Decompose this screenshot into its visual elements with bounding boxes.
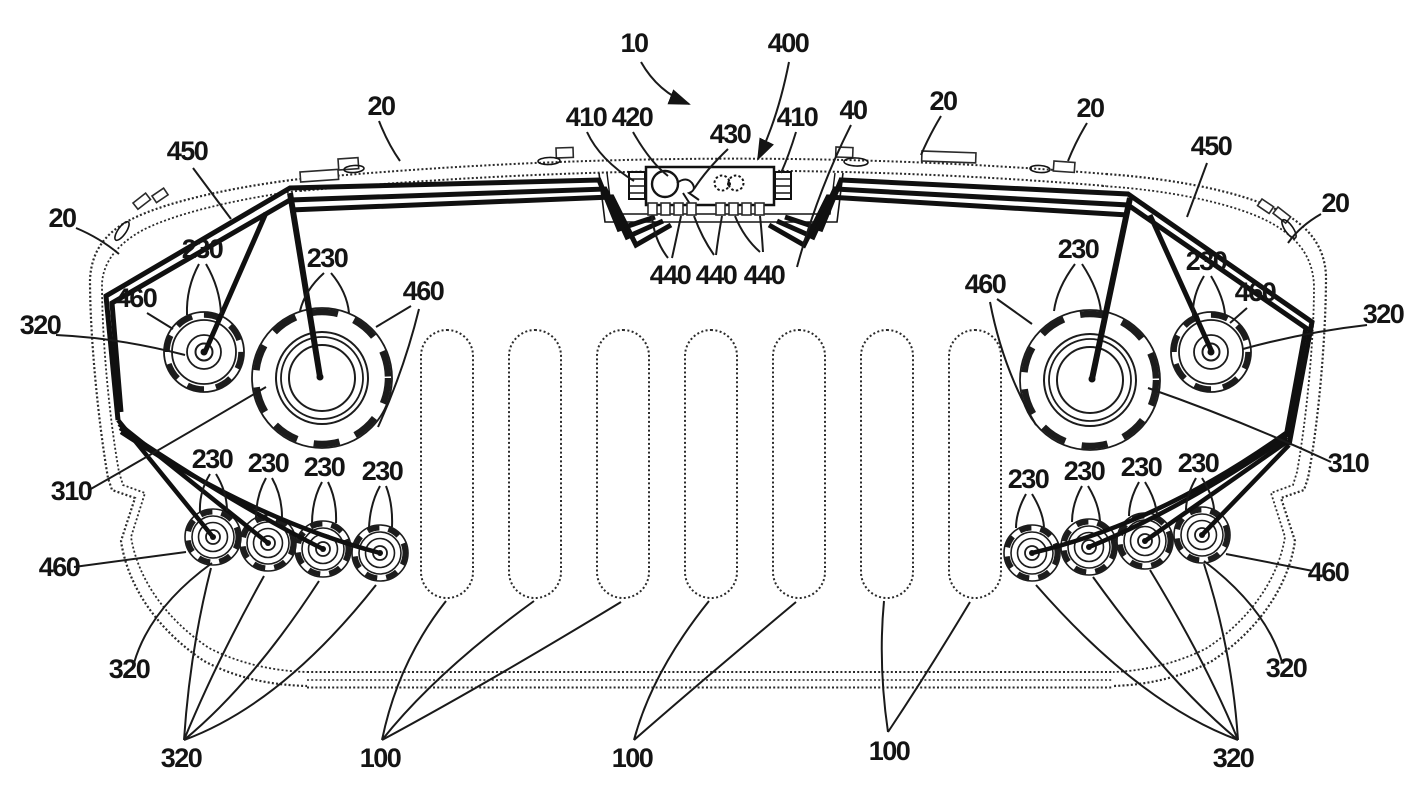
leader-400-arrow [757,61,790,161]
wire-terminals [200,348,1215,556]
wire-to-small-lamp-right [1147,213,1215,354]
wire-to-large-lamp-right [1089,197,1133,380]
ref-label-320-bottom-right: 320 [1213,743,1254,773]
ref-label-320-right-edge: 320 [1363,299,1404,329]
reference-labels: 10 400 410 420 430 410 40 20 20 20 450 4… [20,28,1406,773]
ref-label-410-left: 410 [566,102,607,132]
ref-label-430: 430 [710,119,751,149]
lamp-row-left [184,508,409,582]
ref-label-230-row-left-1: 230 [192,444,233,474]
ref-label-460-large-left: 460 [403,276,444,306]
ref-label-440-c: 440 [744,260,785,290]
grille-slot [420,329,474,599]
leader-lines [55,61,1368,741]
ref-label-460-row-right: 460 [1308,557,1349,587]
leader-10-arrow [640,61,691,105]
ref-label-230-row-right-2: 230 [1064,456,1105,486]
lamp-large-left [251,307,393,449]
ref-label-460-row-left: 460 [39,552,80,582]
ref-label-230-row-left-2: 230 [248,448,289,478]
module-actuator [676,178,700,205]
ref-label-320-bottom-left: 320 [161,743,202,773]
ref-label-100-left: 100 [360,743,401,773]
grille-slot [772,329,826,599]
ref-label-20-top-left: 20 [367,91,395,121]
shell-slot-details [114,156,1297,242]
lamp-small-right [1170,311,1252,393]
ref-label-230-large-right: 230 [1058,234,1099,264]
ref-label-320-mid-right: 320 [1266,653,1307,683]
ref-label-320-left-edge: 320 [20,310,61,340]
wire-to-large-lamp-left [287,192,323,378]
ref-label-230-row-right-3: 230 [1121,452,1162,482]
ref-label-460-small-left: 460 [116,283,157,313]
ref-label-230-small-left: 230 [182,234,223,264]
ref-label-230-row-left-3: 230 [304,452,345,482]
ref-label-100-right: 100 [869,736,910,766]
grille-slots [420,329,1002,599]
ref-label-420: 420 [612,102,653,132]
ref-label-450-left: 450 [167,136,208,166]
ref-label-230-small-right: 230 [1186,246,1227,276]
module-coil [713,174,745,192]
pin-leads-440-c [734,215,764,253]
ref-label-440-b: 440 [696,260,737,290]
ref-label-460-large-right: 460 [965,269,1006,299]
module-dial [650,169,680,199]
ref-label-100-mid: 100 [612,743,653,773]
ref-label-230-row-right-4: 230 [1178,448,1219,478]
ref-label-40: 40 [839,95,867,125]
module-connector-right [774,171,792,200]
grille-slot [596,329,650,599]
ref-label-440-a: 440 [650,260,691,290]
ref-label-310-right: 310 [1328,448,1369,478]
grille-slot [948,329,1002,599]
ref-label-450-right: 450 [1191,131,1232,161]
grille-slot [508,329,562,599]
lamp-row-right [1003,506,1231,582]
ref-label-230-row-right-1: 230 [1008,464,1049,494]
ref-label-10: 10 [620,28,648,58]
pin-leads-440-a [651,215,682,259]
ref-label-20-right-edge: 20 [1321,188,1349,218]
lamp-large-right [1019,309,1161,451]
wire-to-small-lamp-left [202,211,269,354]
lamp-small-left [163,311,245,393]
ref-label-320-mid-left: 320 [109,654,150,684]
ref-label-20-top-mid: 20 [929,86,957,116]
ref-label-20-top-right: 20 [1076,93,1104,123]
ref-label-20-left-edge: 20 [48,203,76,233]
ref-label-230-large-left: 230 [307,243,348,273]
grille-slot [684,329,738,599]
ref-label-230-row-left-4: 230 [362,456,403,486]
ref-label-400: 400 [768,28,809,58]
ref-label-310-left: 310 [51,476,92,506]
module-connector-left [628,171,646,200]
module-pins [647,202,765,216]
pin-leads-440-b [693,215,723,256]
ref-label-410-right: 410 [777,102,818,132]
ref-label-460-small-right: 460 [1235,277,1276,307]
wire-harness [103,177,1315,556]
control-module [628,165,792,259]
grille-slot [860,329,914,599]
